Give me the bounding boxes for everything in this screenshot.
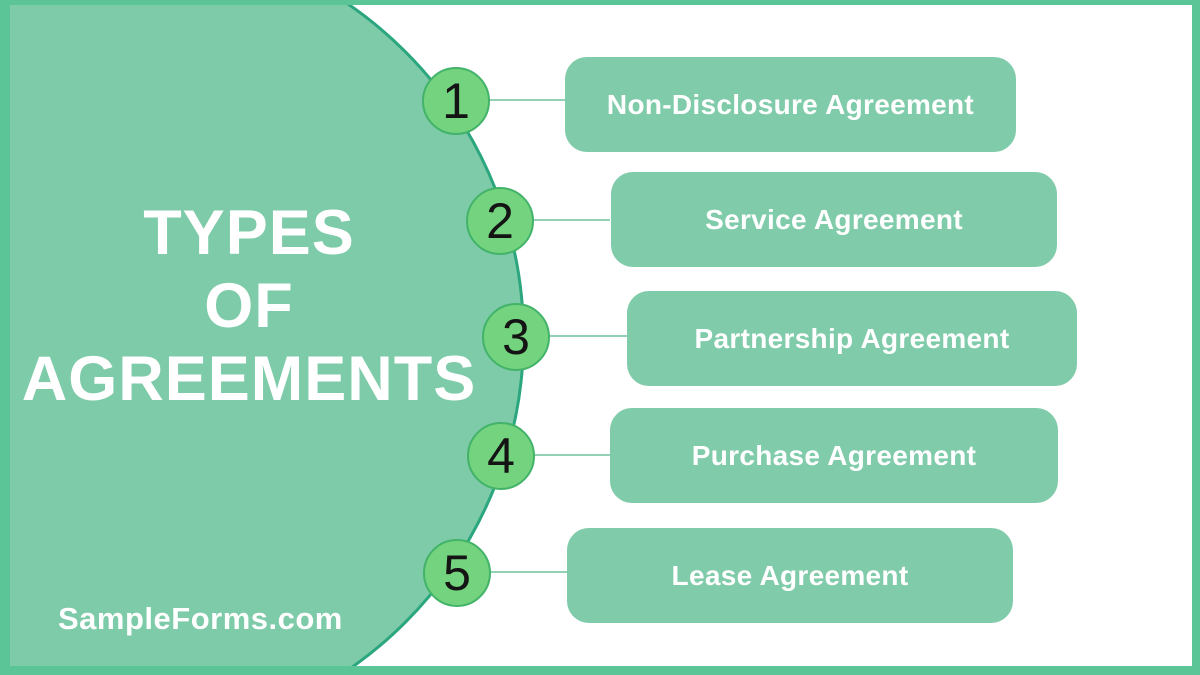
title-line: AGREEMENTS bbox=[21, 344, 477, 414]
number-badge: 1 bbox=[422, 67, 490, 135]
number-badge: 2 bbox=[466, 187, 534, 255]
connector-line bbox=[533, 454, 610, 456]
connector-line bbox=[548, 335, 627, 337]
content-area: TYPES OF AGREEMENTS 1 Non-Disclosure Agr… bbox=[10, 5, 1192, 666]
number-badge: 5 bbox=[423, 539, 491, 607]
connector-line bbox=[489, 571, 567, 573]
agreement-label-bar: Partnership Agreement bbox=[627, 291, 1077, 386]
connector-line bbox=[488, 99, 565, 101]
connector-line bbox=[532, 219, 610, 221]
agreement-label-bar: Purchase Agreement bbox=[610, 408, 1058, 503]
title-line: TYPES bbox=[143, 198, 355, 268]
number-badge: 3 bbox=[482, 303, 550, 371]
watermark-text: SampleForms.com bbox=[58, 601, 343, 636]
number-badge: 4 bbox=[467, 422, 535, 490]
title-line: OF bbox=[204, 271, 294, 341]
agreement-label-bar: Lease Agreement bbox=[567, 528, 1013, 623]
page-title: TYPES OF AGREEMENTS bbox=[10, 197, 488, 416]
agreement-label-bar: Non-Disclosure Agreement bbox=[565, 57, 1016, 152]
agreement-label-bar: Service Agreement bbox=[611, 172, 1057, 267]
